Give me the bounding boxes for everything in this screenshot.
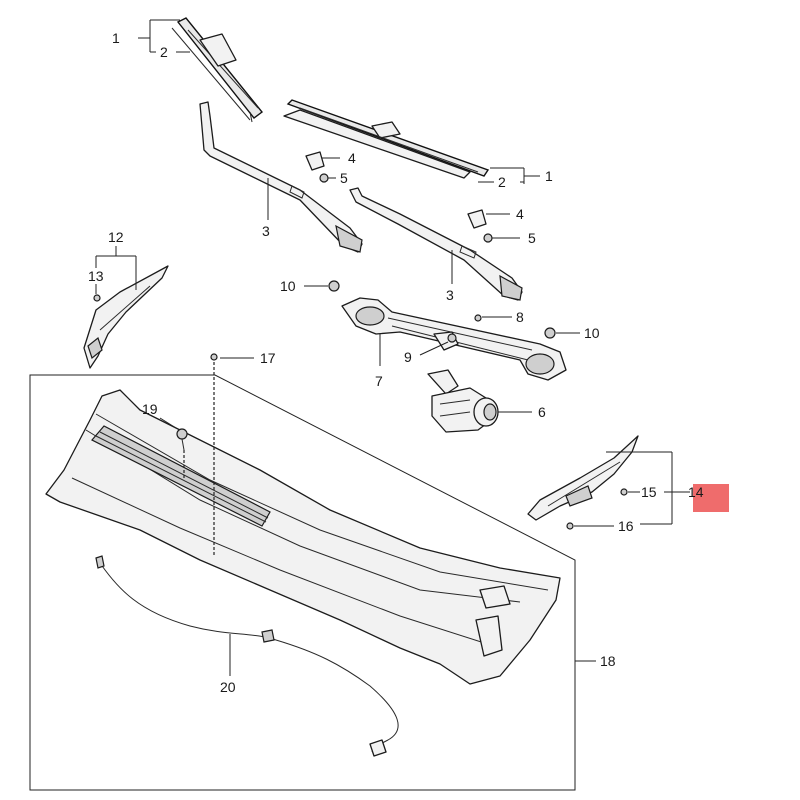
callout-3-left: 3: [262, 223, 270, 239]
leader-14-15-16: [574, 451, 690, 527]
nut-5-upper[interactable]: [319, 173, 329, 183]
leader-1-2-left: [138, 19, 190, 53]
clip-19[interactable]: [176, 428, 188, 451]
wiper-motor[interactable]: [427, 369, 499, 433]
clip-15[interactable]: [620, 488, 628, 496]
side-bracket-right[interactable]: [527, 435, 639, 521]
callout-13: 13: [88, 268, 104, 284]
callout-1-right: 1: [545, 168, 553, 184]
callout-12: 12: [108, 229, 124, 245]
wiper-arm-right[interactable]: [349, 187, 523, 301]
callout-4-lower: 4: [516, 206, 524, 222]
callout-4-upper: 4: [348, 150, 356, 166]
clip-13[interactable]: [93, 294, 101, 302]
callout-20: 20: [220, 679, 236, 695]
bolt-8[interactable]: [474, 314, 482, 322]
wiper-blade-left[interactable]: [171, 17, 264, 123]
leader-1-2-right: [478, 167, 540, 184]
callout-5-lower: 5: [528, 230, 536, 246]
screw-16[interactable]: [566, 522, 574, 530]
callout-5-upper: 5: [340, 170, 348, 186]
nut-5-lower[interactable]: [483, 233, 493, 243]
callout-2-left: 2: [160, 44, 168, 60]
callout-1-left: 1: [112, 30, 120, 46]
callout-8: 8: [516, 309, 524, 325]
highlight-box: [693, 484, 729, 512]
cap-4-upper[interactable]: [305, 151, 325, 171]
wiper-arm-left[interactable]: [199, 101, 363, 253]
callout-18: 18: [600, 653, 616, 669]
cowl-side-drain: [475, 585, 511, 657]
callout-10-right: 10: [584, 325, 600, 341]
callout-9: 9: [404, 349, 412, 365]
callout-19: 19: [142, 401, 158, 417]
cap-4-lower[interactable]: [467, 209, 487, 229]
callout-3-right: 3: [446, 287, 454, 303]
callout-7: 7: [375, 373, 383, 389]
callout-2-right: 2: [498, 174, 506, 190]
bolt-9[interactable]: [447, 333, 457, 343]
callout-15: 15: [641, 484, 657, 500]
leader-12-13: [95, 246, 137, 294]
leader-9: [419, 341, 449, 356]
callout-16: 16: [618, 518, 634, 534]
callout-17: 17: [260, 350, 276, 366]
callout-10-left: 10: [280, 278, 296, 294]
clip-17[interactable]: [210, 353, 218, 361]
grommet-10-right[interactable]: [544, 327, 556, 339]
side-bracket-left[interactable]: [83, 265, 169, 369]
cowl-assembly-frame: [29, 374, 576, 791]
leader-19: [159, 417, 177, 429]
wiper-blade-right[interactable]: [283, 99, 490, 179]
washer-hose[interactable]: [95, 555, 399, 757]
callout-6: 6: [538, 404, 546, 420]
grommet-10-left[interactable]: [328, 280, 340, 292]
